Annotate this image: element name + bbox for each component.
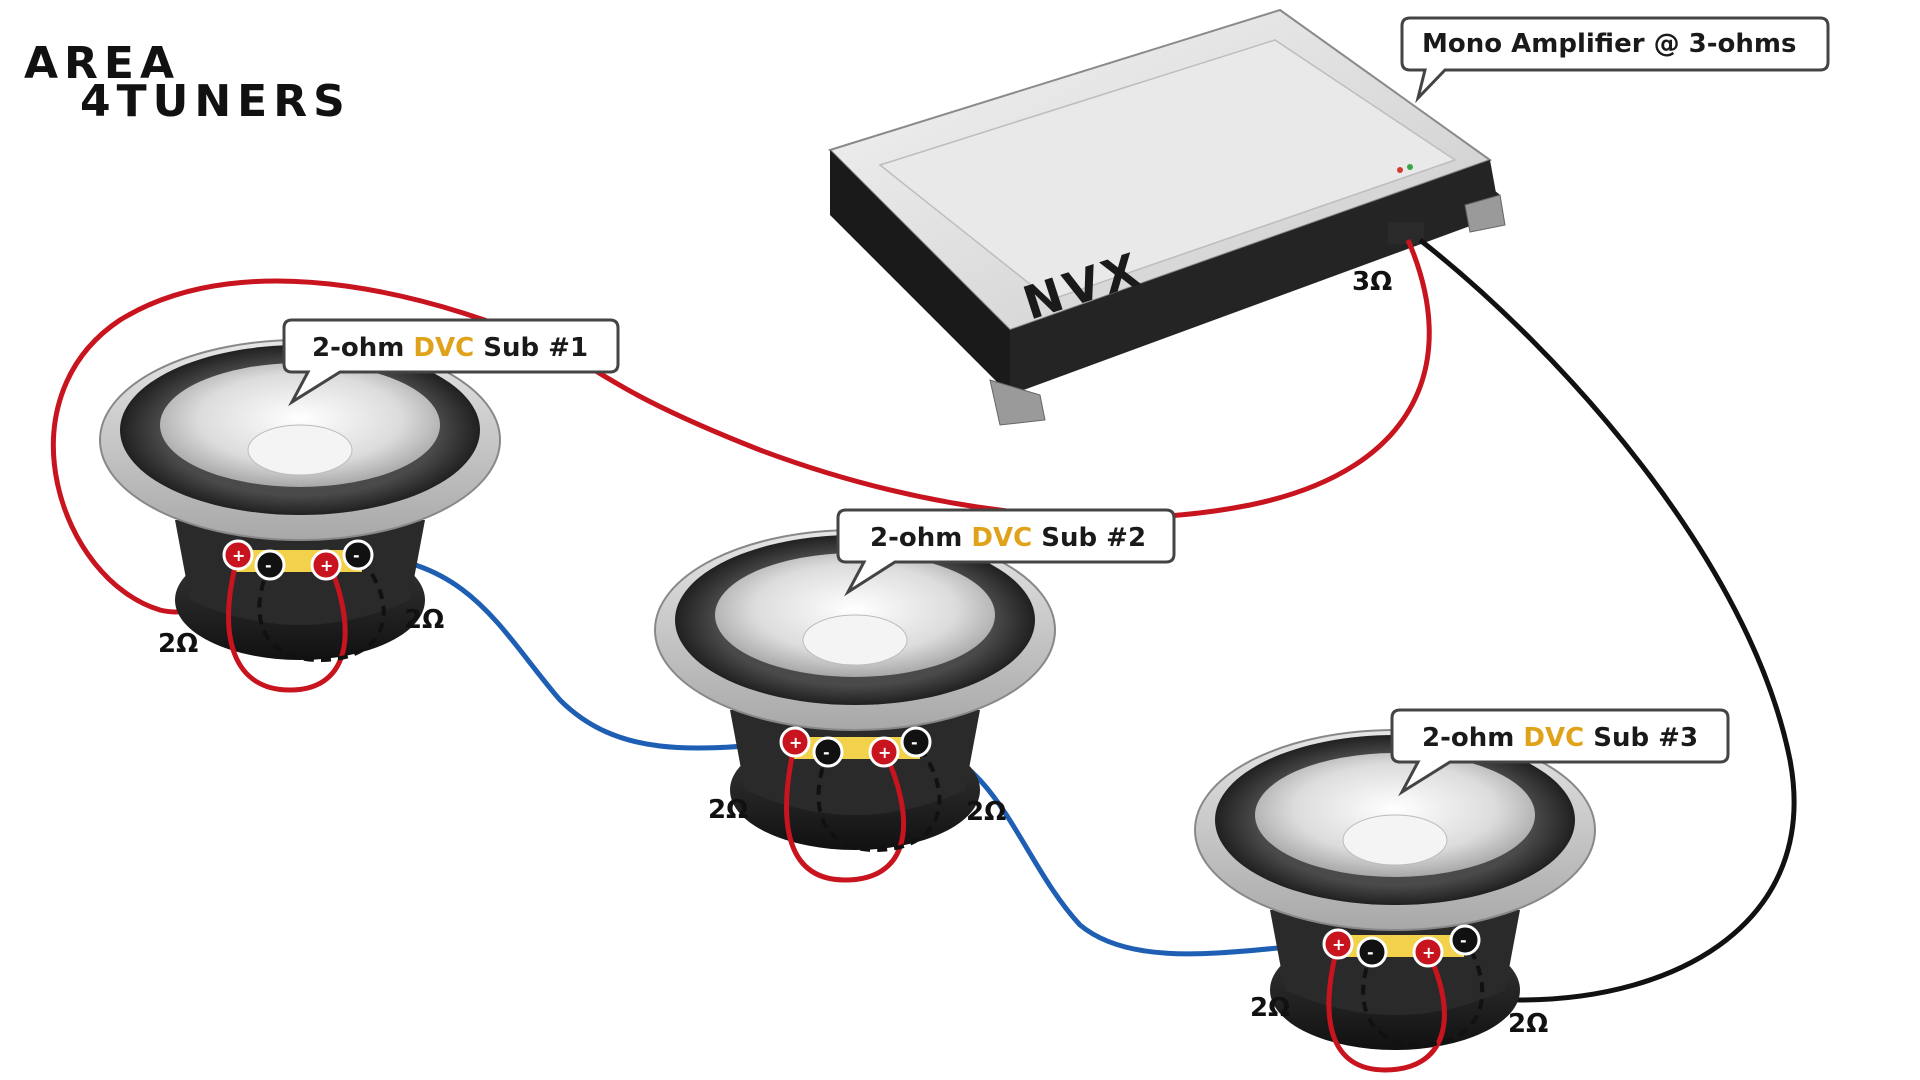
sub-3-coil-link: [1361, 938, 1485, 1048]
sub-2-callout: 2-ohm DVC Sub #2: [836, 508, 1176, 597]
logo-line-1: AREA: [24, 38, 181, 89]
amp-led-red: [1397, 167, 1403, 173]
logo-line-2: 4TUNERS: [80, 76, 351, 127]
sub-1-coil1-minus: [254, 549, 286, 581]
sub-2-coil2-plus: [868, 736, 900, 768]
sub-2-dustcap: [802, 614, 908, 666]
sub-3-right-coil-label: 2Ω: [1508, 1009, 1548, 1039]
amp-led-green: [1407, 164, 1413, 170]
sub-1-positive-jumper: [226, 554, 348, 693]
sub-2-coil1-minus-label: -: [823, 743, 830, 762]
sub-2-callout-text: 2-ohm DVC Sub #2: [870, 523, 1146, 553]
sub-3-coil1-minus-label: -: [1367, 943, 1374, 962]
amp-left-side: [830, 150, 1010, 395]
amp-callout-text: Mono Amplifier @ 3-ohms: [1422, 29, 1796, 59]
sub-1-coil1-minus-label: -: [265, 556, 272, 575]
sub-3-terminals: + - + -: [1322, 924, 1481, 968]
sub-3-dustcap: [1342, 814, 1448, 866]
sub-1-coil2-minus-label: -: [353, 546, 360, 565]
sub-3-coil1-minus: [1356, 936, 1388, 968]
sub-2: [654, 529, 1056, 850]
sub-3-coil1-plus-label: +: [1332, 935, 1345, 954]
sub-3-coil2-plus: [1412, 936, 1444, 968]
amp-callout: Mono Amplifier @ 3-ohms: [1400, 16, 1830, 104]
sub-1-dustcap: [247, 424, 353, 476]
sub-1-coil1-plus: [222, 539, 254, 571]
sub-1-coil2-minus: [342, 539, 374, 571]
amp-impedance-label: 3Ω: [1352, 267, 1392, 297]
sub-3-callout-text: 2-ohm DVC Sub #3: [1422, 723, 1698, 753]
sub-1-coil1-plus-label: +: [232, 546, 245, 565]
sub-2-coil1-plus: [779, 726, 811, 758]
sub-2-coil1-plus-label: +: [789, 733, 802, 752]
sub-2-coil1-minus: [812, 736, 844, 768]
series-wire-2-3: [915, 739, 1339, 957]
sub-2-coil2-minus: [900, 726, 932, 758]
sub-3-coil2-minus-label: -: [1460, 931, 1467, 950]
series-wire-1-2: [357, 552, 796, 751]
sub-2-positive-jumper: [784, 741, 907, 883]
sub-2-left-coil-label: 2Ω: [708, 795, 748, 825]
sub-1-left-coil-label: 2Ω: [158, 629, 198, 659]
sub-1-coil2-plus: [310, 549, 342, 581]
amp-foot-front-left: [989, 379, 1046, 426]
sub-1-coil2-plus-label: +: [320, 556, 333, 575]
amp-foot-front-right: [1464, 194, 1506, 233]
sub-3-terminal-strip: [1334, 935, 1464, 957]
sub-1-right-coil-label: 2Ω: [404, 605, 444, 635]
sub-2-coil2-minus-label: -: [911, 733, 918, 752]
sub-1-callout-text: 2-ohm DVC Sub #1: [312, 333, 588, 363]
sub-3-left-coil-label: 2Ω: [1250, 993, 1290, 1023]
sub-3-coil1-plus: [1322, 928, 1354, 960]
sub-1-callout: 2-ohm DVC Sub #1: [282, 318, 620, 407]
amp-speaker-terminal: [1388, 222, 1424, 244]
sub-3-callout: 2-ohm DVC Sub #3: [1390, 708, 1730, 797]
sub-3-coil2-plus-label: +: [1422, 943, 1435, 962]
amp-front-side: [1010, 160, 1500, 395]
sub-3-positive-jumper: [1326, 943, 1447, 1073]
area4tuners-logo: AREA 4TUNERS: [24, 38, 424, 128]
sub-2-coil2-plus-label: +: [878, 743, 891, 762]
sub-2-terminals: + - + -: [779, 726, 932, 768]
amp-inner-panel: [878, 39, 1457, 301]
sub-2-right-coil-label: 2Ω: [966, 797, 1006, 827]
sub-1-terminals: + - + -: [222, 539, 374, 581]
amplifier: NVX: [828, 8, 1506, 426]
sub-3-coil2-minus: [1449, 924, 1481, 956]
